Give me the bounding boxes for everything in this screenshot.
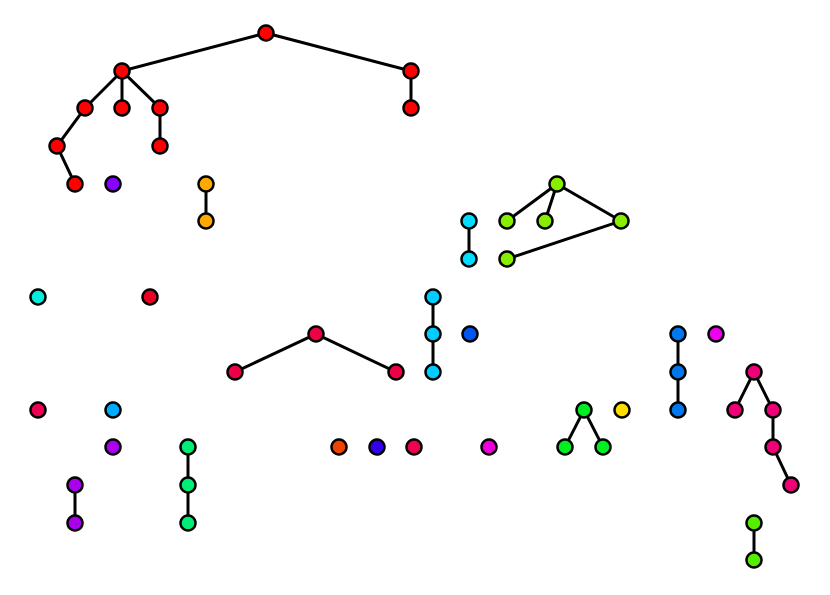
graph-node-n19 [460, 212, 478, 230]
graph-node-n13 [197, 212, 215, 230]
graph-edge-n14-n15 [505, 182, 559, 223]
graph-node-n17 [612, 212, 630, 230]
graph-node-n4 [76, 99, 94, 117]
graph-node-n48 [368, 438, 386, 456]
graph-edge-n2-n6 [120, 69, 162, 110]
graph-node-n18 [498, 250, 516, 268]
graph-node-n40 [104, 401, 122, 419]
graph-node-n35 [726, 401, 744, 419]
graph-node-n11 [104, 175, 122, 193]
graph-node-n9 [66, 175, 84, 193]
graph-node-n25 [424, 363, 442, 381]
graph-node-n16 [536, 212, 554, 230]
graph-node-n36 [764, 401, 782, 419]
graph-node-n12 [197, 175, 215, 193]
graph-node-n46 [179, 514, 197, 532]
graph-node-n52 [556, 438, 574, 456]
graph-node-n15 [498, 212, 516, 230]
graph-node-n43 [66, 514, 84, 532]
graph-node-n26 [461, 325, 479, 343]
graph-node-n14 [548, 175, 566, 193]
graph-node-n51 [575, 401, 593, 419]
node-layer [29, 24, 800, 569]
graph-node-n37 [764, 438, 782, 456]
graph-node-n38 [782, 476, 800, 494]
graph-node-n20 [460, 250, 478, 268]
graph-node-n47 [330, 438, 348, 456]
graph-edge-n27-n28 [233, 332, 318, 374]
graph-node-n7 [402, 99, 420, 117]
graph-edge-n27-n29 [314, 332, 398, 374]
graph-node-n27 [307, 325, 325, 343]
graph-node-n42 [66, 476, 84, 494]
graph-node-n33 [707, 325, 725, 343]
graph-node-n45 [179, 476, 197, 494]
graph-edge-n17-n18 [505, 219, 623, 261]
graph-node-n39 [29, 401, 47, 419]
graph-node-n2 [113, 62, 131, 80]
graph-node-n1 [257, 24, 275, 42]
graph-node-n49 [405, 438, 423, 456]
graph-node-n6 [151, 99, 169, 117]
graph-node-n44 [179, 438, 197, 456]
graph-node-n56 [745, 551, 763, 569]
graph-node-n55 [745, 514, 763, 532]
graph-edge-n14-n17 [555, 182, 623, 223]
graph-node-n29 [387, 363, 405, 381]
graph-node-n22 [141, 288, 159, 306]
graph-edge-n1-n2 [120, 31, 268, 73]
graph-node-n5 [113, 99, 131, 117]
graph-node-n8 [48, 137, 66, 155]
graph-node-n41 [104, 438, 122, 456]
graph-node-n50 [480, 438, 498, 456]
graph-node-n28 [226, 363, 244, 381]
graph-node-n53 [594, 438, 612, 456]
graph-node-n34 [745, 363, 763, 381]
graph-node-n21 [29, 288, 47, 306]
graph-node-n10 [151, 137, 169, 155]
graph-node-n31 [669, 363, 687, 381]
graph-node-n32 [669, 401, 687, 419]
graph-node-n30 [669, 325, 687, 343]
graph-node-n3 [402, 62, 420, 80]
graph-node-n24 [424, 325, 442, 343]
graph-node-n23 [424, 288, 442, 306]
graph-node-n54 [613, 401, 631, 419]
graph-edge-n1-n3 [264, 31, 413, 73]
